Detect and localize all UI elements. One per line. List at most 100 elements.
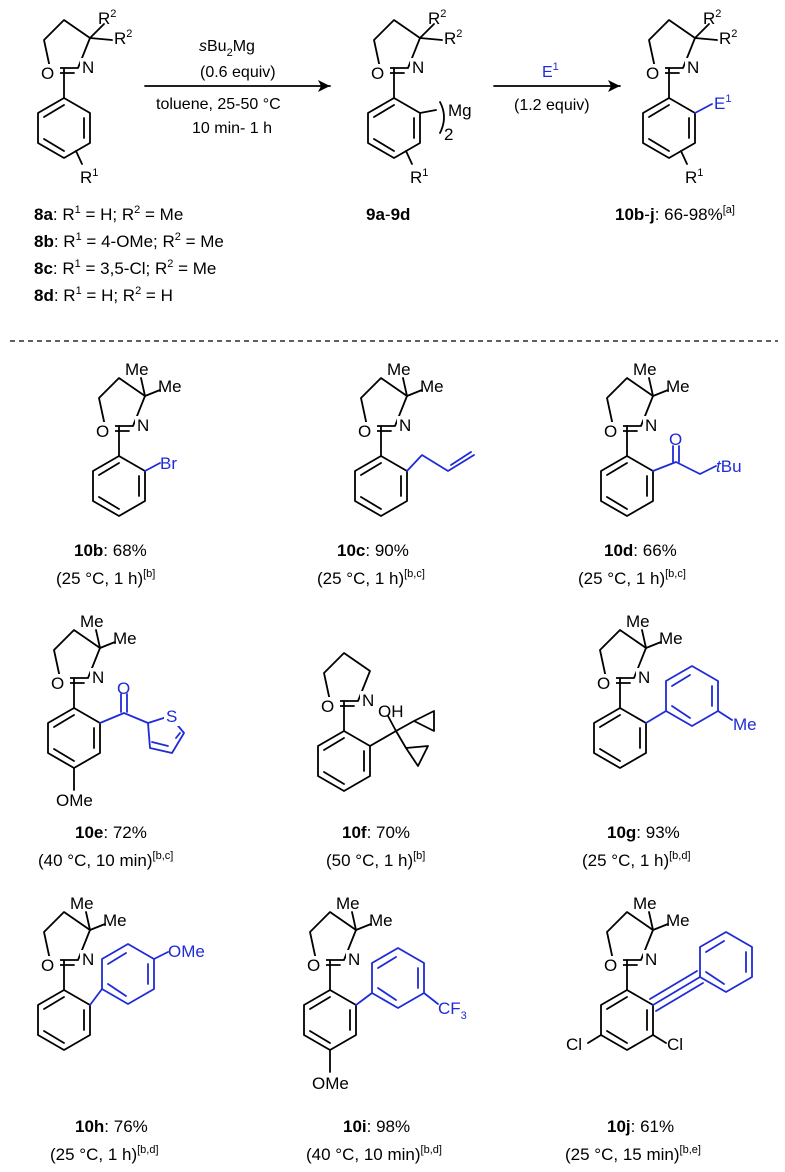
svg-text:S: S xyxy=(166,707,177,726)
compound-10e: O N Me Me O S OMe xyxy=(47,612,185,810)
arrow-step-1: sBu2Mg (0.6 equiv) toluene, 25-50 °C 10 … xyxy=(144,38,331,137)
svg-text:R2: R2 xyxy=(703,8,721,28)
svg-text:N: N xyxy=(645,950,657,969)
svg-text:Me: Me xyxy=(70,894,94,913)
label-10f: 10f: 70% xyxy=(342,823,410,842)
svg-text:R2: R2 xyxy=(719,28,737,48)
cond-10j: (25 °C, 15 min)[b,e] xyxy=(565,1144,701,1164)
svg-text:N: N xyxy=(412,58,424,77)
label-10c: 10c: 90% xyxy=(337,541,409,560)
cond-10f: (50 °C, 1 h)[b] xyxy=(326,850,425,870)
label-10j: 10j: 61% xyxy=(607,1117,674,1136)
cond-10h: (25 °C, 1 h)[b,d] xyxy=(50,1144,159,1164)
atom-R2a: R2 xyxy=(98,8,116,28)
svg-text:O: O xyxy=(604,956,617,975)
svg-text:Me: Me xyxy=(80,612,104,631)
svg-text:Me: Me xyxy=(387,360,411,379)
svg-text:R2: R2 xyxy=(428,8,446,28)
svg-text:Cl: Cl xyxy=(566,1035,582,1054)
svg-text:Me: Me xyxy=(666,911,690,930)
svg-text:Me: Me xyxy=(633,360,657,379)
svg-text:tBu: tBu xyxy=(716,457,742,476)
atom-N: N xyxy=(82,58,94,77)
svg-text:O: O xyxy=(96,422,109,441)
compound-10b: O N Me Me Br xyxy=(92,360,182,517)
atom-E1: E1 xyxy=(714,93,731,113)
svg-text:O: O xyxy=(604,422,617,441)
product-range-label: 10b-j: 66-98%[a] xyxy=(615,204,735,224)
atom-subscript-2: 2 xyxy=(444,125,453,144)
svg-text:N: N xyxy=(137,416,149,435)
svg-text:Cl: Cl xyxy=(667,1035,683,1054)
svg-text:Me: Me xyxy=(420,377,444,396)
sm-8c: 8c: R1 = 3,5-Cl; R2 = Me xyxy=(34,258,216,278)
label-10i: 10i: 98% xyxy=(343,1117,410,1136)
svg-text:Me: Me xyxy=(633,894,657,913)
starting-material-list: 8a: R1 = H; R2 = Me 8b: R1 = 4-OMe; R2 =… xyxy=(34,204,224,305)
svg-text:Me: Me xyxy=(369,911,393,930)
label-10h: 10h: 76% xyxy=(75,1117,148,1136)
svg-text:O: O xyxy=(117,679,130,698)
svg-text:O: O xyxy=(41,956,54,975)
svg-text:N: N xyxy=(687,58,699,77)
svg-text:N: N xyxy=(82,950,94,969)
svg-text:O: O xyxy=(307,956,320,975)
svg-text:Me: Me xyxy=(659,629,683,648)
reagent-sbu2mg: sBu2Mg xyxy=(199,38,255,59)
svg-text:Me: Me xyxy=(113,629,137,648)
cond-10g: (25 °C, 1 h)[b,d] xyxy=(582,850,691,870)
svg-text:N: N xyxy=(638,668,650,687)
atom-R2b: R2 xyxy=(114,28,132,48)
compound-10d: O N Me Me O tBu xyxy=(600,360,742,517)
svg-text:Br: Br xyxy=(160,454,177,473)
svg-text:OMe: OMe xyxy=(168,942,205,961)
svg-text:N: N xyxy=(362,691,374,710)
svg-text:O: O xyxy=(358,422,371,441)
reagent-E1-equiv: (1.2 equiv) xyxy=(514,97,590,114)
cond-10b: (25 °C, 1 h)[b] xyxy=(56,568,155,588)
cond-10d: (25 °C, 1 h)[b,c] xyxy=(578,568,686,588)
cond-10e: (40 °C, 10 min)[b,c] xyxy=(38,850,173,870)
arrow-step-2: E1 (1.2 equiv) xyxy=(493,61,621,114)
compound-10c: O N Me Me xyxy=(354,360,475,517)
svg-text:OMe: OMe xyxy=(312,1074,349,1093)
svg-text:Me: Me xyxy=(733,715,757,734)
svg-text:N: N xyxy=(645,416,657,435)
atom-R1: R1 xyxy=(80,167,98,187)
compound-10f: O N OH xyxy=(317,652,435,792)
svg-text:Me: Me xyxy=(666,377,690,396)
svg-text:O: O xyxy=(669,430,682,449)
compound-10g: O N Me Me Me xyxy=(593,612,757,769)
svg-text:R1: R1 xyxy=(685,167,703,187)
svg-text:O: O xyxy=(371,64,384,83)
atom-Mg: Mg xyxy=(448,101,472,120)
compound-10: O N R2 R2 E1 R1 xyxy=(642,8,737,187)
compound-10j: O N Me Me Cl Cl xyxy=(566,894,753,1054)
solvent-temp: toluene, 25-50 °C xyxy=(156,96,281,113)
compound-10h: O N Me Me OMe xyxy=(37,894,205,1051)
svg-text:R2: R2 xyxy=(444,28,462,48)
svg-text:O: O xyxy=(51,674,64,693)
svg-text:O: O xyxy=(597,674,610,693)
label-10b: 10b: 68% xyxy=(74,541,147,560)
cond-10c: (25 °C, 1 h)[b,c] xyxy=(317,568,425,588)
reagent-equiv: (0.6 equiv) xyxy=(200,64,276,81)
svg-text:Me: Me xyxy=(103,911,127,930)
intermediate-label: 9a-9d xyxy=(366,205,410,224)
svg-text:N: N xyxy=(348,950,360,969)
compound-8: O N R2 R2 R1 xyxy=(37,8,132,187)
sm-8a: 8a: R1 = H; R2 = Me xyxy=(34,204,183,224)
svg-text:O: O xyxy=(321,697,334,716)
label-10d: 10d: 66% xyxy=(604,541,677,560)
time-range: 10 min- 1 h xyxy=(192,120,272,137)
compound-10i: O N Me Me CF3 OMe xyxy=(303,894,467,1093)
svg-text:N: N xyxy=(399,416,411,435)
svg-text:Me: Me xyxy=(158,377,182,396)
svg-text:CF3: CF3 xyxy=(438,999,467,1022)
svg-text:Me: Me xyxy=(626,612,650,631)
atom-O: O xyxy=(41,64,54,83)
cond-10i: (40 °C, 10 min)[b,d] xyxy=(306,1144,442,1164)
label-10g: 10g: 93% xyxy=(607,823,680,842)
svg-text:R1: R1 xyxy=(410,167,428,187)
